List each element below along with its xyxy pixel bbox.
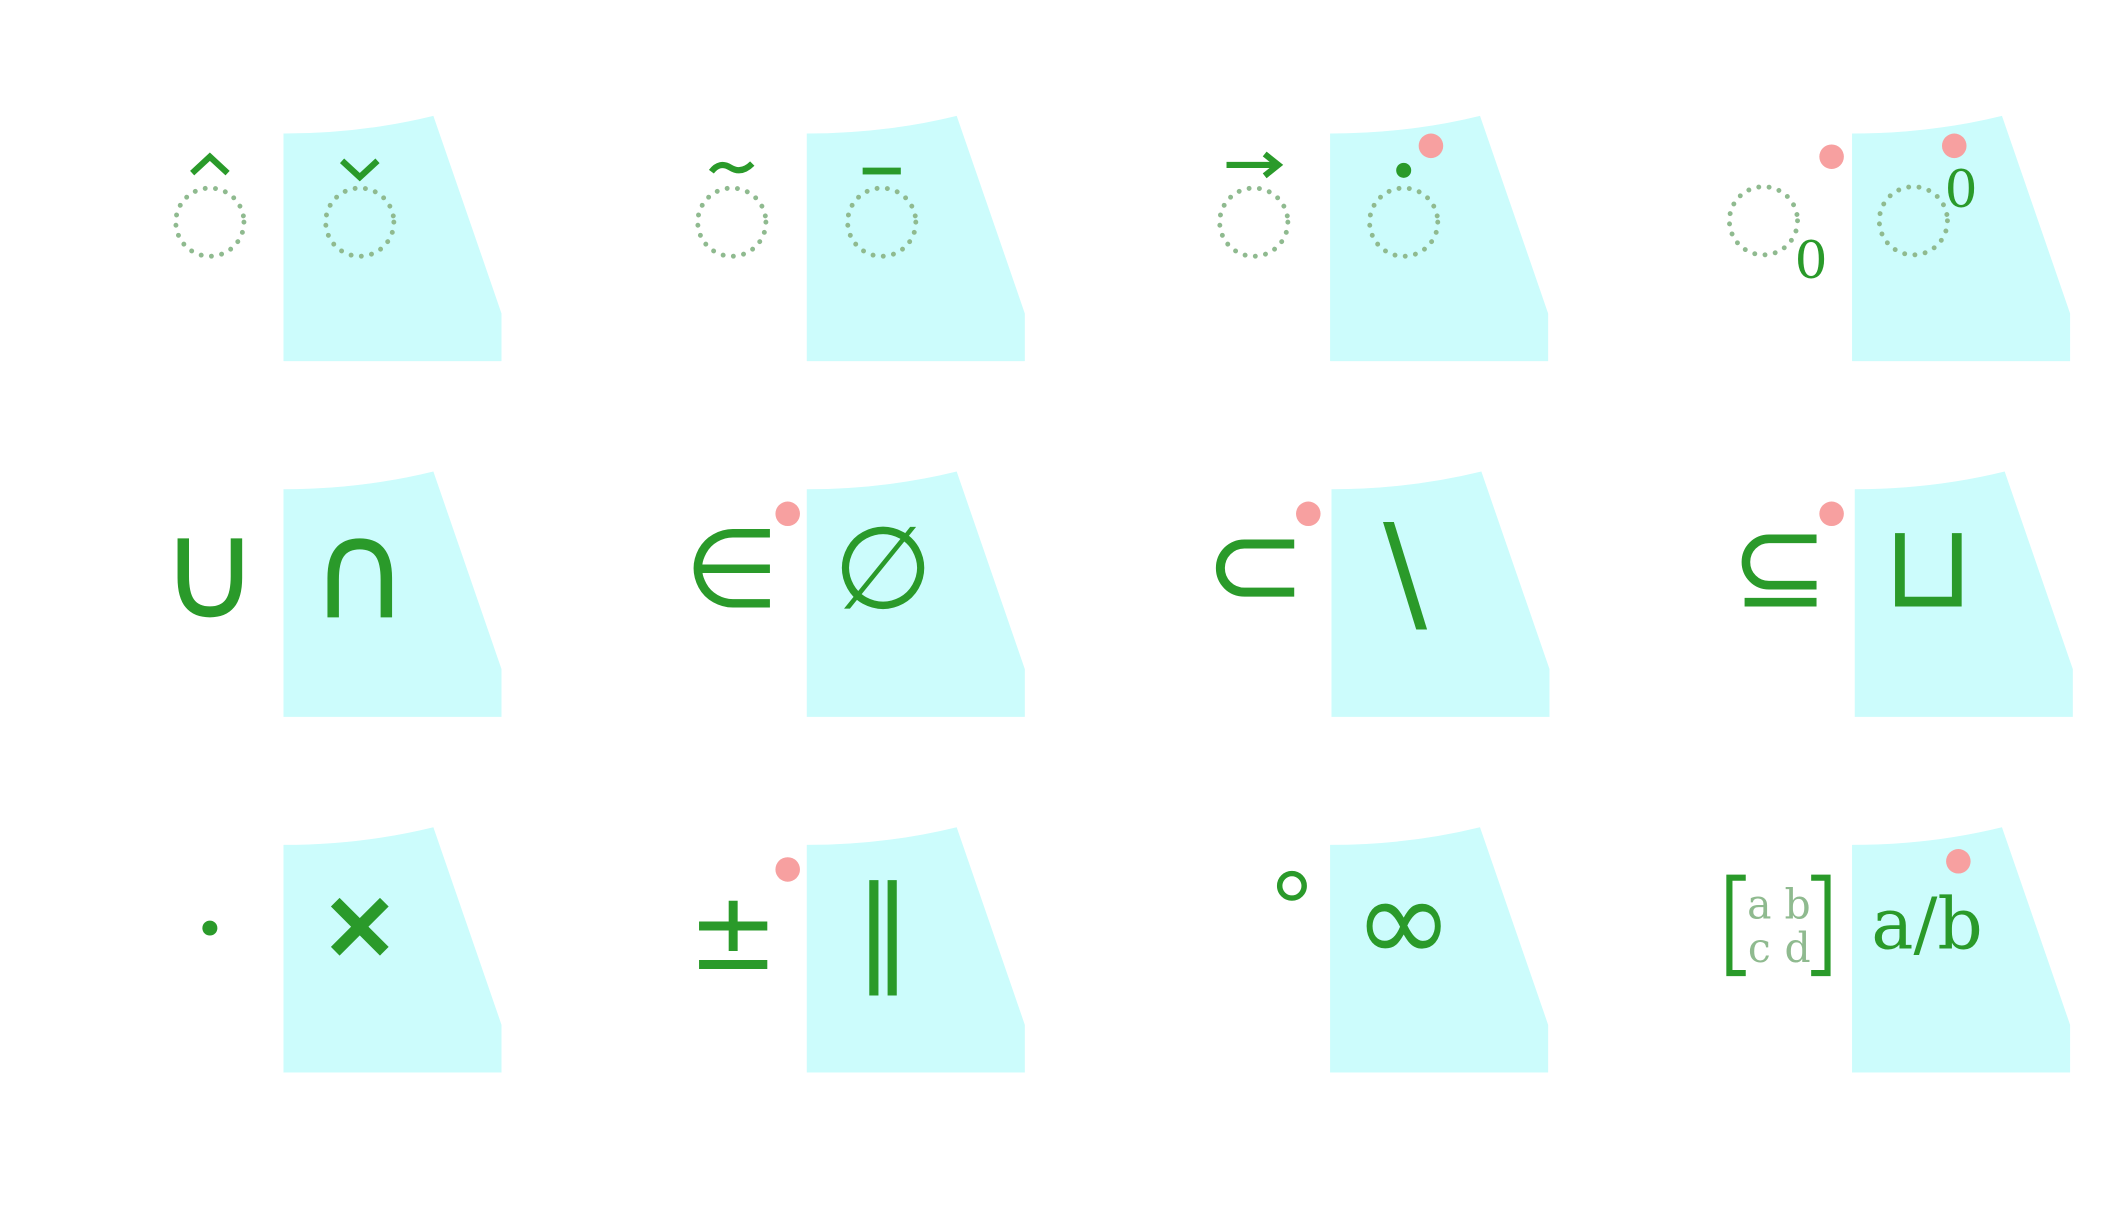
key-element-of-empty-set[interactable]: ∈ ∅: [660, 465, 1151, 751]
key-panel: [1852, 115, 2071, 362]
key-panel: [1854, 471, 2073, 717]
subset-symbol: ⊂: [1204, 492, 1307, 635]
matrix-cell: c: [1748, 924, 1771, 972]
matrix-cell: d: [1784, 924, 1810, 972]
degree-symbol: [1276, 870, 1307, 901]
hat-accent-icon: [173, 152, 247, 259]
key-subseteq-squarecup[interactable]: ⊆ ⊔: [1706, 465, 2126, 751]
vector-arrow-accent-icon: [1217, 151, 1291, 259]
key-subscript-superscript[interactable]: 0 0: [1706, 109, 2126, 395]
matrix-cell: b: [1784, 881, 1810, 929]
badge-dot: [1946, 849, 1971, 874]
badge-dot: [1296, 501, 1321, 527]
intersection-symbol: ∩: [310, 492, 410, 650]
svg-text:0: 0: [1795, 231, 1828, 291]
badge-dot: [1941, 133, 1967, 159]
key-degree-infinity[interactable]: ∞: [1183, 820, 1674, 1106]
cdot-symbol: [202, 920, 218, 936]
superscript-icon: 0: [1876, 160, 1978, 258]
key-panel: [806, 827, 1025, 1073]
subscript-icon: 0: [1726, 184, 1828, 291]
key-panel: [806, 471, 1025, 717]
key-tilde-bar[interactable]: [660, 109, 1151, 395]
key-vector-dot[interactable]: [1183, 109, 1674, 395]
bar-accent-icon: [845, 167, 919, 259]
key-union-intersection[interactable]: ∪ ∩: [136, 465, 627, 751]
matrix-cell: a: [1747, 881, 1771, 929]
key-cdot-times[interactable]: [136, 820, 627, 1106]
badge-dot: [1819, 501, 1844, 527]
tilde-accent-icon: [695, 161, 769, 259]
badge-dot: [775, 857, 800, 882]
key-panel: [283, 471, 502, 717]
key-matrix-fraction[interactable]: a b c d a/b: [1706, 820, 2126, 1106]
check-accent-icon: [323, 158, 397, 259]
infinity-symbol: ∞: [1354, 852, 1454, 991]
key-panel: [1330, 115, 1549, 362]
badge-dot: [1418, 133, 1444, 159]
empty-set-symbol: ∅: [833, 502, 933, 635]
key-panel: [1331, 471, 1550, 717]
element-of-symbol: ∈: [684, 505, 779, 632]
parallel-symbol: ∥: [854, 861, 913, 998]
plus-minus-symbol: ±: [688, 868, 779, 995]
key-hat-check[interactable]: [136, 109, 627, 395]
set-minus-symbol: \: [1383, 496, 1428, 648]
key-panel: [1852, 827, 2071, 1073]
key-panel: [1330, 827, 1549, 1073]
badge-dot: [1819, 144, 1844, 169]
svg-text:0: 0: [1945, 160, 1978, 220]
square-cup-symbol: ⊔: [1883, 497, 1974, 634]
subset-or-equal-symbol: ⊆: [1731, 497, 1829, 634]
key-panel: [283, 827, 502, 1073]
key-plus-minus-parallel[interactable]: ± ∥: [660, 820, 1151, 1106]
dot-accent-icon: [1367, 162, 1441, 259]
matrix-icon: a b c d: [1726, 874, 1831, 977]
union-symbol: ∪: [160, 492, 260, 650]
key-subset-set-minus[interactable]: ⊂ \: [1183, 465, 1674, 751]
key-panel: [283, 115, 502, 362]
key-panel: [806, 115, 1025, 362]
times-symbol: [330, 897, 389, 956]
fraction-symbol: a/b: [1871, 883, 1982, 966]
badge-dot: [775, 501, 800, 527]
